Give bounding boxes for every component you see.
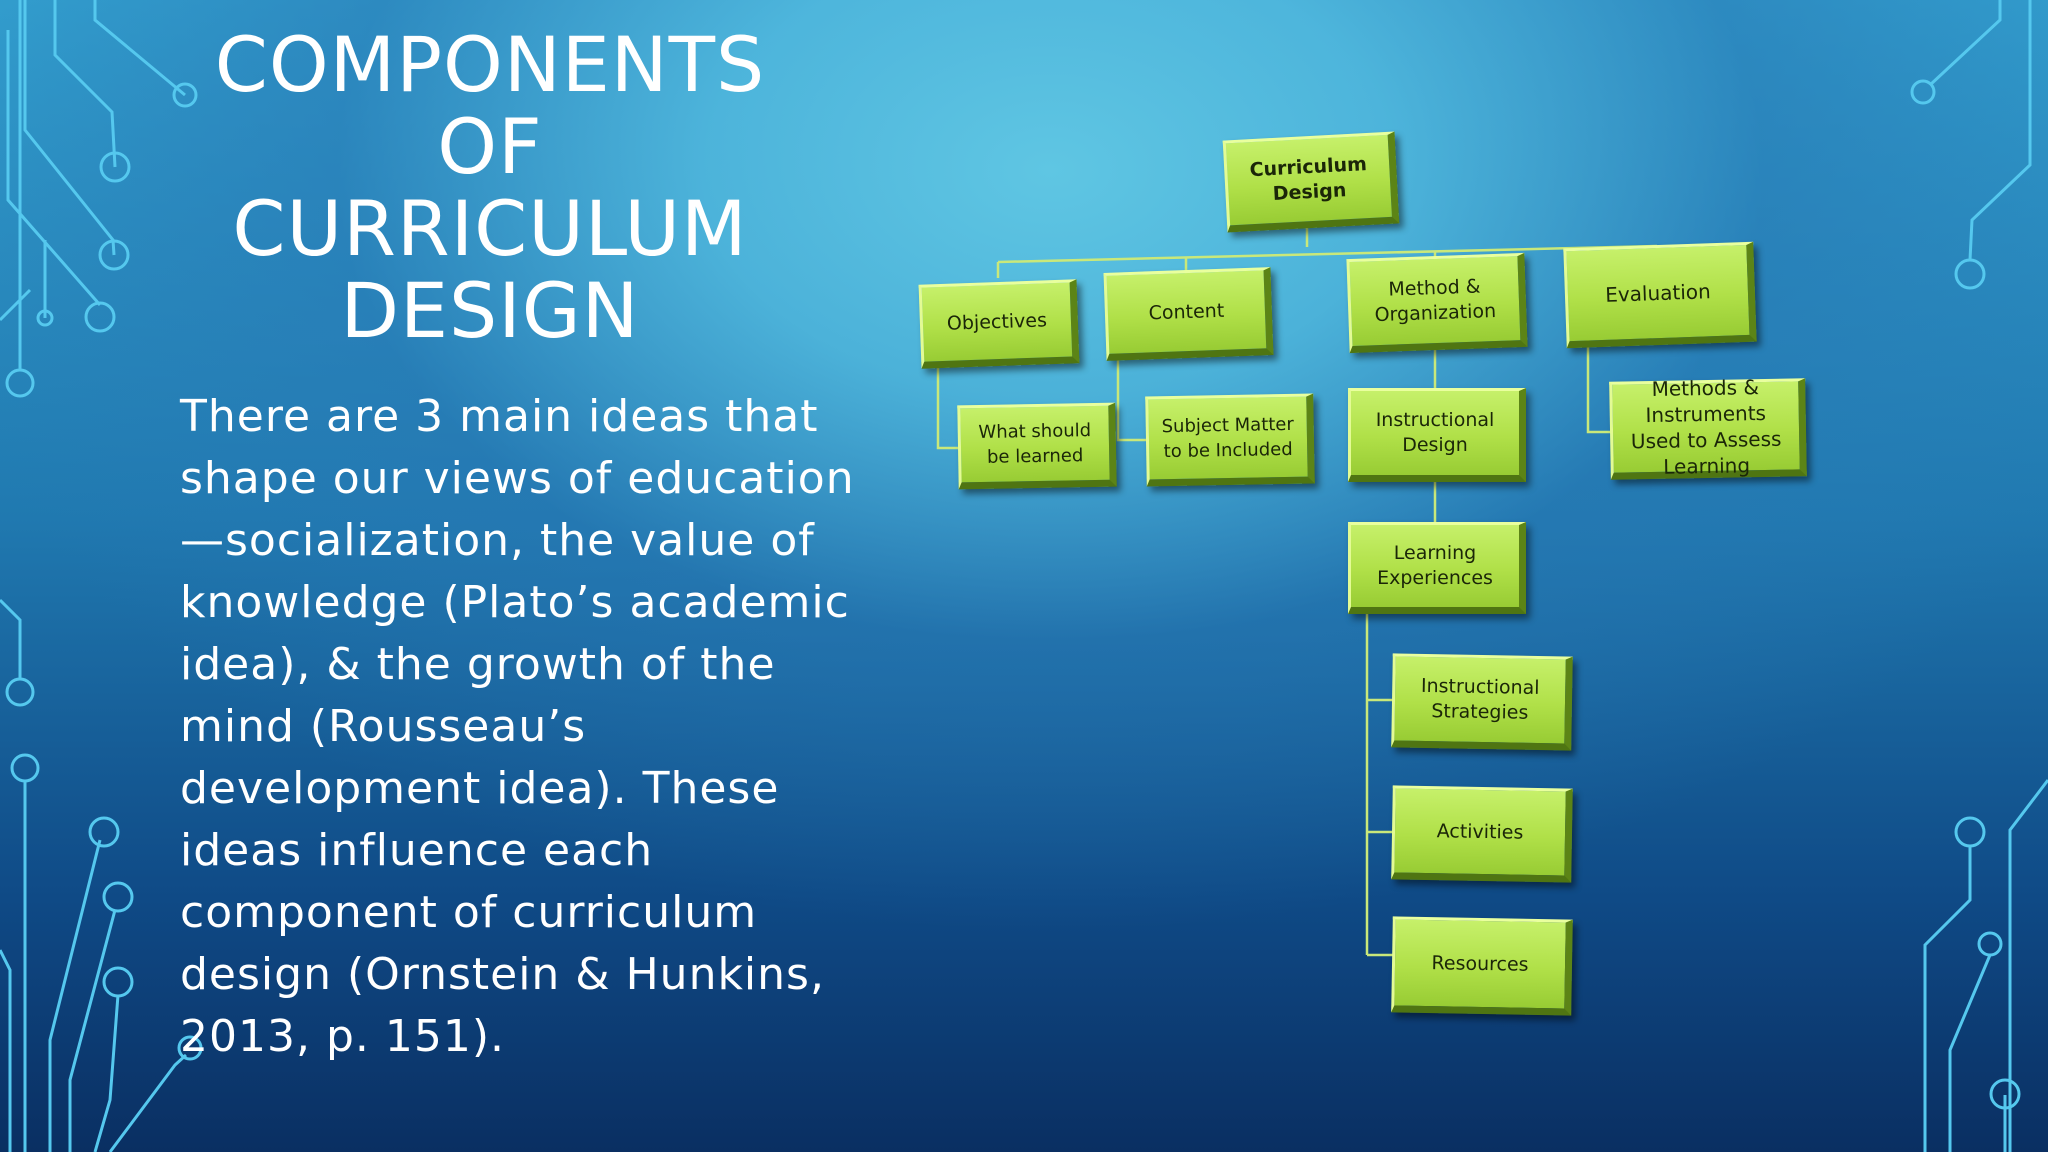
slide-title: COMPONENTS OF CURRICULUM DESIGN bbox=[214, 20, 766, 355]
node-subject-matter: Subject Matter to be Included bbox=[1145, 393, 1315, 487]
node-objectives: Objectives bbox=[918, 279, 1080, 369]
node-activities: Activities bbox=[1391, 785, 1573, 883]
node-instructional-strategies: Instructional Strategies bbox=[1391, 653, 1573, 751]
node-content: Content bbox=[1103, 267, 1274, 361]
node-method-organization: Method & Organization bbox=[1346, 252, 1528, 354]
node-resources: Resources bbox=[1391, 916, 1573, 1016]
node-what-should-be-learned: What should be learned bbox=[957, 402, 1117, 490]
node-methods-instruments: Methods & Instruments Used to Assess Lea… bbox=[1609, 375, 1807, 480]
node-evaluation: Evaluation bbox=[1563, 241, 1757, 349]
node-learning-experiences: Learning Experiences bbox=[1348, 522, 1526, 614]
slide-body-text: There are 3 main ideas that shape our vi… bbox=[180, 391, 855, 1062]
node-curriculum-design: Curriculum Design bbox=[1222, 131, 1400, 233]
node-instructional-design: Instructional Design bbox=[1348, 388, 1526, 482]
